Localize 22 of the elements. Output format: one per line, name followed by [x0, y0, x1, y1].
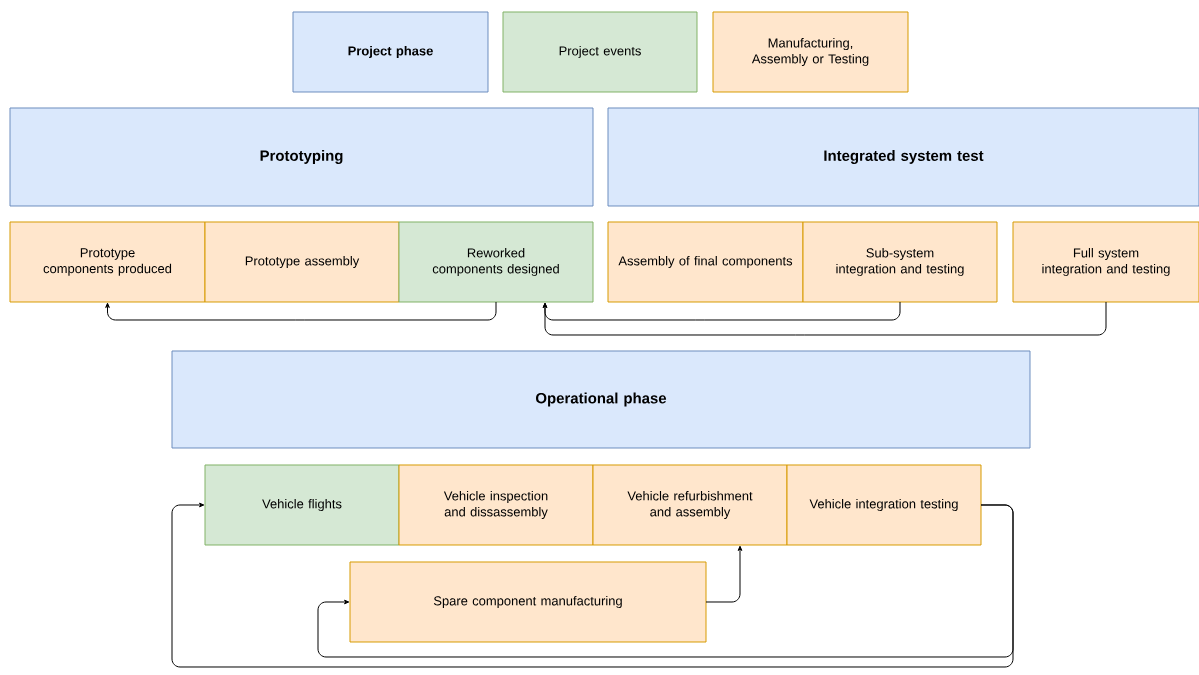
arrow	[317, 504, 1014, 658]
process-box: Vehicle integration testing	[786, 464, 982, 546]
process-box: Assembly of final components	[607, 221, 804, 303]
phase-banner: Prototyping	[9, 107, 594, 207]
arrow	[705, 545, 743, 603]
legend-item: Project events	[502, 11, 698, 93]
phase-banner: Operational phase	[171, 350, 1031, 449]
process-box: Prototype assembly	[204, 221, 400, 303]
arrow	[105, 301, 497, 321]
legend-item: Manufacturing, Assembly or Testing	[712, 11, 909, 93]
process-box: Vehicle inspection and dissassembly	[398, 464, 594, 546]
process-box: Vehicle flights	[204, 464, 400, 546]
arrow	[542, 301, 1107, 336]
process-box: Sub-system integration and testing	[802, 221, 998, 303]
arrow	[171, 502, 1014, 668]
process-box: Full system integration and testing	[1012, 221, 1199, 303]
legend-item: Project phase	[292, 11, 489, 93]
process-box: Reworked components designed	[398, 221, 594, 303]
process-box: Vehicle refurbishment and assembly	[592, 464, 788, 546]
process-box: Spare component manufacturing	[349, 561, 707, 643]
phase-banner: Integrated system test	[607, 107, 1199, 207]
process-box: Prototype components produced	[9, 221, 206, 303]
